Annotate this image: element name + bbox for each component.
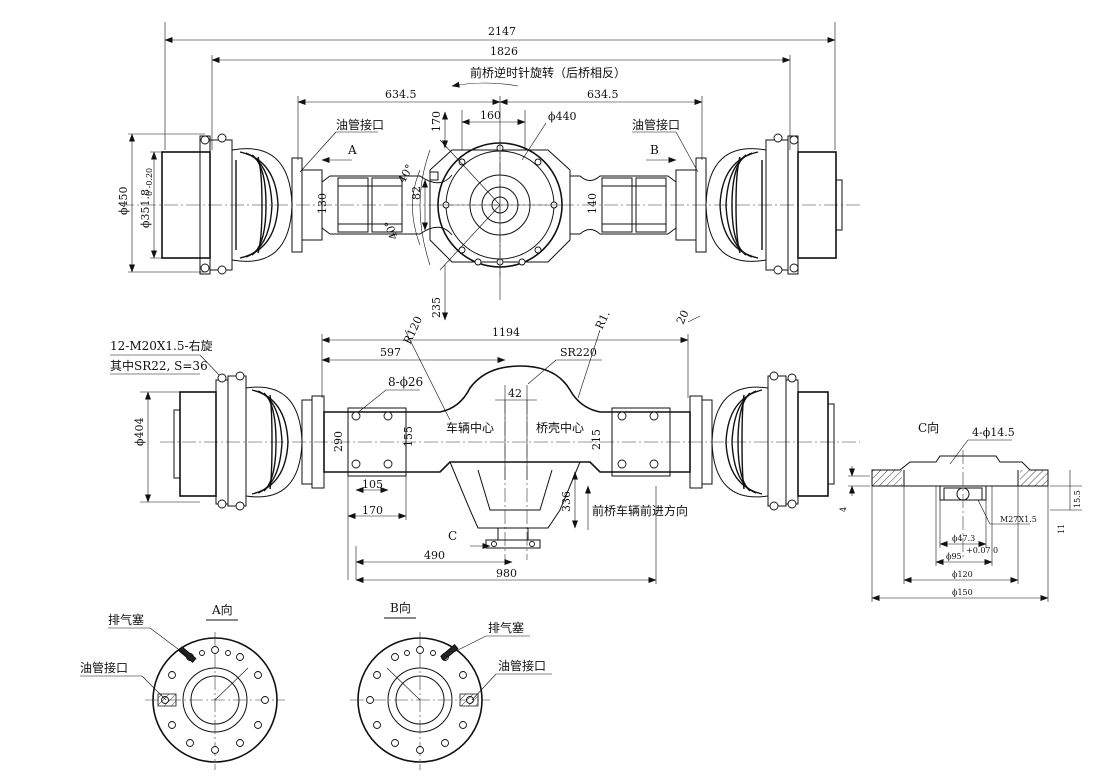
vehicle-center: 车辆中心 <box>446 420 494 435</box>
dim-20: 20 <box>674 308 692 326</box>
right-hub-fins <box>705 148 767 262</box>
a-view: A向 排气塞 油管接口 <box>80 602 285 770</box>
dim-overall: 2147 <box>488 25 516 38</box>
b-vent-plug: 排气塞 <box>488 620 524 635</box>
housing-center: 桥壳中心 <box>536 420 584 435</box>
front-left-fins <box>245 386 303 498</box>
dim-1194: 1194 <box>492 326 520 339</box>
dim-phi404: ϕ404 <box>133 418 146 447</box>
b-view: B向 排气塞 油管接口 <box>350 600 552 770</box>
view-a-marker: A <box>347 143 357 157</box>
dim-130: 130 <box>316 193 329 214</box>
oil-port-right: 油管接口 <box>632 117 680 132</box>
b-oil-port: 油管接口 <box>498 658 546 673</box>
c-thread: M27X1.5 <box>1000 515 1037 524</box>
dim-170: 170 <box>430 111 443 132</box>
dim-82: 82 <box>410 186 423 200</box>
dim-336: 336 <box>560 491 573 512</box>
c-dim-95: ϕ95 <box>946 552 962 561</box>
dim-phi351: ϕ351.8 <box>139 189 152 228</box>
dim-sr220: SR220 <box>560 346 597 359</box>
a-vent-plug-shape <box>178 646 197 664</box>
dim-490: 490 <box>424 549 445 562</box>
forward-note: 前桥车辆前进方向 <box>592 503 688 518</box>
a-view-title: A向 <box>211 602 233 617</box>
sr-note: 其中SR22, S=36 <box>110 358 208 373</box>
oil-port-left: 油管接口 <box>336 117 384 132</box>
c-dim-15-5: 15.5 <box>1073 490 1082 508</box>
c-dim-11: 11 <box>1057 524 1066 534</box>
dim-105: 105 <box>362 478 383 491</box>
dim-980: 980 <box>496 567 517 580</box>
a-vent-plug: 排气塞 <box>108 612 144 627</box>
holes-note: 8-ϕ26 <box>388 375 423 389</box>
view-b-marker: B <box>650 143 659 157</box>
c-dim-4: 4 <box>839 507 848 512</box>
thread-note: 12-M20X1.5-右旋 <box>110 338 213 353</box>
dim-phi450: ϕ450 <box>117 187 130 216</box>
top-view: 2147 1826 前桥逆时针旋转（后桥相反） 634.5 634.5 160 … <box>117 22 860 321</box>
dim-597: 597 <box>380 346 401 359</box>
c-dim-47-3: ϕ47.3 <box>952 534 975 543</box>
c-view: C向 4-ϕ14.5 4 15.5 11 M27X1.5 ϕ47.3 <box>839 420 1082 602</box>
a-oil-port: 油管接口 <box>80 660 128 675</box>
front-right-fins <box>711 386 769 498</box>
dim-215: 215 <box>590 429 603 450</box>
c-dim-150: ϕ150 <box>952 588 973 597</box>
dim-r1: R1. <box>593 309 613 332</box>
rotation-arrow <box>451 81 519 88</box>
dim-phi440: ϕ440 <box>548 110 577 123</box>
rotation-note: 前桥逆时针旋转（后桥相反） <box>470 65 626 80</box>
dim-right-half: 634.5 <box>587 88 619 101</box>
dim-left-half: 634.5 <box>385 88 417 101</box>
dim-170-front: 170 <box>362 504 383 517</box>
dim-phi351-tol: 0 -0.20 <box>145 168 154 196</box>
dim-160: 160 <box>480 109 501 122</box>
b-vent-plug-shape <box>440 643 459 661</box>
dim-r120: R120 <box>401 314 425 346</box>
c-view-title: C向 <box>918 420 939 435</box>
dim-290: 290 <box>332 431 345 452</box>
dim-40b: 40° <box>382 219 401 242</box>
view-c-marker: C <box>448 529 457 543</box>
b-view-title: B向 <box>390 600 411 615</box>
differential-housing <box>412 139 571 275</box>
c-dim-95-tol: +0.07 0 <box>966 546 998 555</box>
front-view: R120 R1. 20 1194 597 SR220 12-M20X1.5-右旋… <box>110 308 860 584</box>
c-view-holes: 4-ϕ14.5 <box>972 426 1015 439</box>
axle-housing-body <box>323 365 691 473</box>
dim-155: 155 <box>402 426 415 447</box>
dim-track: 1826 <box>490 45 518 58</box>
c-dim-120: ϕ120 <box>952 570 973 579</box>
dim-235: 235 <box>430 297 443 318</box>
dim-40a: 40° <box>395 162 416 185</box>
dim-42: 42 <box>508 387 522 400</box>
dim-140: 140 <box>586 193 599 214</box>
